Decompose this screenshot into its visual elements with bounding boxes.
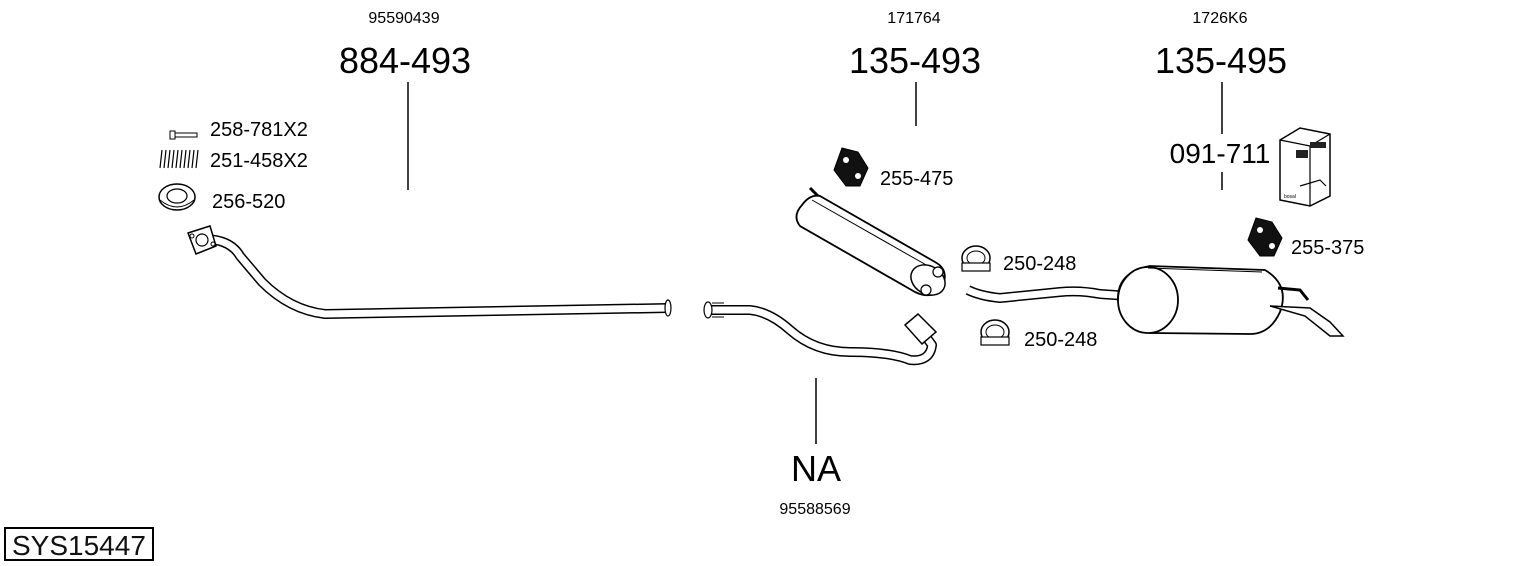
gasket-part-number: 256-520 [212,191,285,213]
rubber-mount-rear-icon [1247,217,1283,257]
spring-part-number: 251-458X2 [210,150,308,172]
mounting-kit-box-icon: bosal [1279,127,1331,207]
rear-silencer-drawing [965,265,1345,337]
bolt-icon [169,130,198,140]
front-pipe-part-number: 884-493 [339,40,471,81]
rubber-mount-front-icon [833,147,869,187]
spring-icon [159,149,199,169]
middle-pipe-oem-number: 95588569 [779,501,850,518]
middle-pipe-part-number: NA [791,448,841,489]
system-code-label: SYS15447 [4,527,154,561]
rubber-mount-rear-part-number: 255-375 [1291,237,1364,259]
front-silencer-part-number: 135-493 [849,40,981,81]
mounting-kit-box-text: bosal [1284,194,1296,200]
front-pipe-oem-number: 95590439 [368,10,439,27]
clamp-lower-icon [980,319,1010,346]
clamp-upper-icon [961,245,991,272]
front-silencer-oem-number: 171764 [887,10,940,27]
front-pipe-drawing [187,225,672,319]
gasket-icon [158,183,196,211]
rear-silencer-oem-number: 1726K6 [1192,10,1247,27]
bolt-part-number: 258-781X2 [210,119,308,141]
front-silencer-drawing [795,186,946,297]
clamp-lower-part-number: 250-248 [1024,329,1097,351]
middle-pipe-drawing [703,301,938,366]
clamp-upper-part-number: 250-248 [1003,253,1076,275]
rear-silencer-part-number: 135-495 [1155,40,1287,81]
mounting-kit-part-number: 091-711 [1170,138,1271,169]
rubber-mount-front-part-number: 255-475 [880,168,953,190]
